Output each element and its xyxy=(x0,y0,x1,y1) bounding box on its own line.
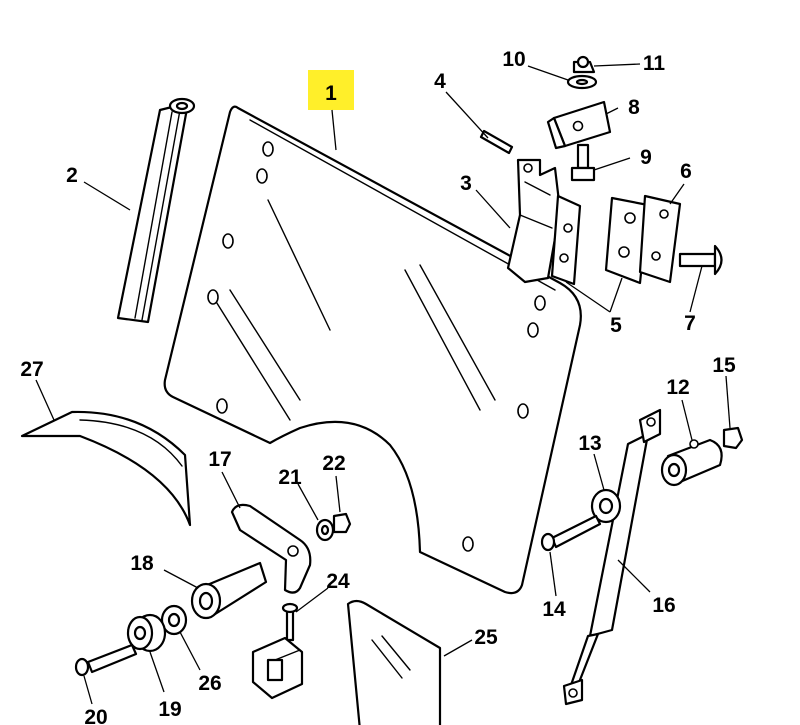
callout-26[interactable]: 26 xyxy=(198,672,221,695)
part-16-gas-strut[interactable] xyxy=(562,408,662,706)
part-10-washer[interactable] xyxy=(566,74,598,90)
callout-17[interactable]: 17 xyxy=(208,448,231,471)
part-24-screw[interactable] xyxy=(281,602,299,642)
part-23-clip[interactable] xyxy=(251,636,304,700)
part-26-washer[interactable] xyxy=(160,604,188,636)
part-2-seal-strip[interactable] xyxy=(116,97,196,324)
part-3-hinge[interactable] xyxy=(506,158,562,284)
leader-lines xyxy=(35,63,731,705)
callout-9[interactable]: 9 xyxy=(640,146,652,169)
part-6-pad[interactable] xyxy=(638,194,682,284)
callout-12[interactable]: 12 xyxy=(666,376,689,399)
part-5-hinge-plate[interactable] xyxy=(550,194,650,286)
part-20-bolt[interactable] xyxy=(74,643,138,677)
part-18-bushing[interactable] xyxy=(190,561,268,620)
callout-14[interactable]: 14 xyxy=(542,598,566,621)
part-21-washer[interactable] xyxy=(315,518,335,542)
callout-3[interactable]: 3 xyxy=(460,172,472,195)
callout-15[interactable]: 15 xyxy=(712,354,736,377)
callout-6[interactable]: 6 xyxy=(680,160,692,183)
callout-18[interactable]: 18 xyxy=(130,552,154,575)
callout-16[interactable]: 16 xyxy=(652,594,675,617)
part-25-small-glass[interactable] xyxy=(346,599,442,725)
part-19-spacer[interactable] xyxy=(126,613,167,653)
callout-10[interactable]: 10 xyxy=(502,48,525,71)
callout-19[interactable]: 19 xyxy=(158,698,181,721)
part-22-nut[interactable] xyxy=(332,512,352,534)
callout-25[interactable]: 25 xyxy=(474,626,498,649)
part-17-stay-bracket[interactable] xyxy=(230,503,312,594)
callout-2[interactable]: 2 xyxy=(66,164,78,187)
part-11-nut[interactable] xyxy=(572,55,596,74)
part-12-end-fitting[interactable] xyxy=(660,438,723,487)
part-15-nut[interactable] xyxy=(722,426,744,450)
callout-13[interactable]: 13 xyxy=(578,432,601,455)
callout-1-highlight xyxy=(308,70,354,110)
callout-5[interactable]: 5 xyxy=(610,314,622,337)
callout-8[interactable]: 8 xyxy=(628,96,640,119)
callout-7[interactable]: 7 xyxy=(684,312,696,335)
part-9-bolt[interactable] xyxy=(570,143,596,182)
part-8-bracket[interactable] xyxy=(546,100,612,150)
callout-21[interactable]: 21 xyxy=(278,466,302,489)
callout-27[interactable]: 27 xyxy=(20,358,43,381)
callout-24[interactable]: 24 xyxy=(326,570,350,593)
part-7-screw[interactable] xyxy=(678,244,723,276)
part-14-bolt[interactable] xyxy=(540,514,602,552)
part-4-pin[interactable] xyxy=(479,129,514,155)
callout-11[interactable]: 11 xyxy=(643,52,666,75)
part-13-ball-joint[interactable] xyxy=(590,488,622,524)
callout-4[interactable]: 4 xyxy=(434,70,446,93)
part-27-trim-strip[interactable] xyxy=(20,410,192,527)
callout-1[interactable]: 1 xyxy=(325,82,337,105)
callout-22[interactable]: 22 xyxy=(322,452,345,475)
callout-20[interactable]: 20 xyxy=(84,706,107,725)
